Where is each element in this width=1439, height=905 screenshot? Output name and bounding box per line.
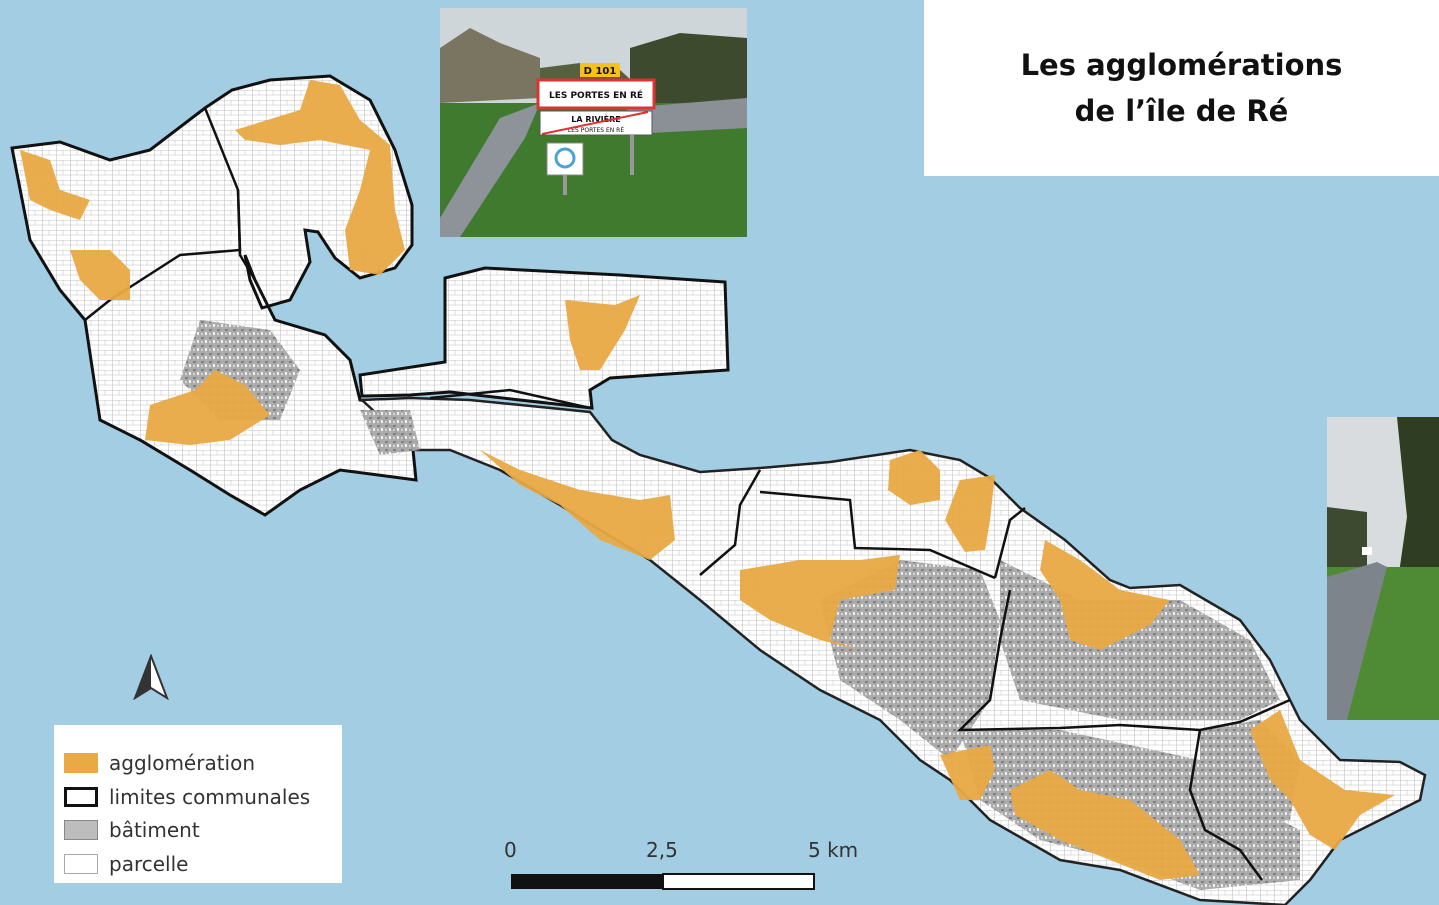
island-west bbox=[10, 74, 418, 517]
agglomeration-area bbox=[480, 450, 675, 560]
map-title-line1: Les agglomérations bbox=[1020, 48, 1343, 82]
boundary-swatch bbox=[64, 787, 98, 807]
agglomeration-area bbox=[565, 295, 640, 370]
photo-sign-exit-2: LES PORTES EN RÉ bbox=[568, 126, 624, 134]
building-zone bbox=[360, 410, 420, 455]
north-arrow-icon bbox=[133, 654, 169, 700]
legend-label: limites communales bbox=[109, 785, 311, 809]
agglomeration-area bbox=[888, 450, 940, 505]
title-box: Les agglomérations de l’île de Ré bbox=[924, 0, 1439, 176]
agglomeration-area bbox=[235, 80, 405, 275]
scale-bar-graphic bbox=[511, 873, 815, 890]
parcel-swatch bbox=[64, 854, 98, 874]
agglomeration-area bbox=[145, 370, 270, 445]
agglomeration-swatch bbox=[64, 753, 98, 773]
legend-item-building: bâtiment bbox=[64, 818, 200, 842]
photo-sign-exit-1: LA RIVIÈRE bbox=[571, 113, 620, 124]
scale-label-end: 5 km bbox=[808, 838, 859, 862]
legend-label: agglomération bbox=[109, 751, 256, 775]
building-swatch bbox=[64, 820, 98, 840]
island-north-block bbox=[358, 266, 730, 410]
photo-sign-road: D 101 bbox=[584, 66, 617, 77]
legend-item-agglomeration: agglomération bbox=[64, 751, 255, 775]
legend-label: parcelle bbox=[109, 852, 189, 876]
agglomeration-area bbox=[740, 555, 900, 650]
scale-bar: 0 2,5 5 km bbox=[500, 838, 860, 898]
scale-label-mid: 2,5 bbox=[646, 838, 678, 862]
legend-label: bâtiment bbox=[109, 818, 200, 842]
legend-item-limits: limites communales bbox=[64, 785, 310, 809]
legend-item-parcel: parcelle bbox=[64, 852, 188, 876]
map-title-line2: de l’île de Ré bbox=[1074, 94, 1289, 128]
building-zone bbox=[1000, 560, 1280, 720]
commune-boundaries bbox=[84, 107, 1291, 881]
agglomeration-area bbox=[940, 745, 995, 800]
map-legend: agglomération limites communales bâtimen… bbox=[54, 725, 342, 883]
agglomerations bbox=[20, 80, 1395, 880]
agglomeration-area bbox=[70, 250, 130, 300]
agglomeration-area bbox=[20, 150, 90, 220]
agglomeration-area bbox=[1040, 540, 1170, 650]
scale-label-0: 0 bbox=[504, 838, 517, 862]
road-photo bbox=[1327, 417, 1439, 720]
agglomeration-area bbox=[1010, 770, 1200, 880]
building-zone bbox=[820, 560, 1000, 760]
agglomeration-area bbox=[1250, 710, 1395, 850]
road-sign-photo: D 101 LES PORTES EN RÉ LA RIVIÈRE LES PO… bbox=[440, 8, 747, 237]
photo-sign-town: LES PORTES EN RÉ bbox=[549, 89, 643, 101]
agglomeration-area bbox=[945, 475, 995, 552]
